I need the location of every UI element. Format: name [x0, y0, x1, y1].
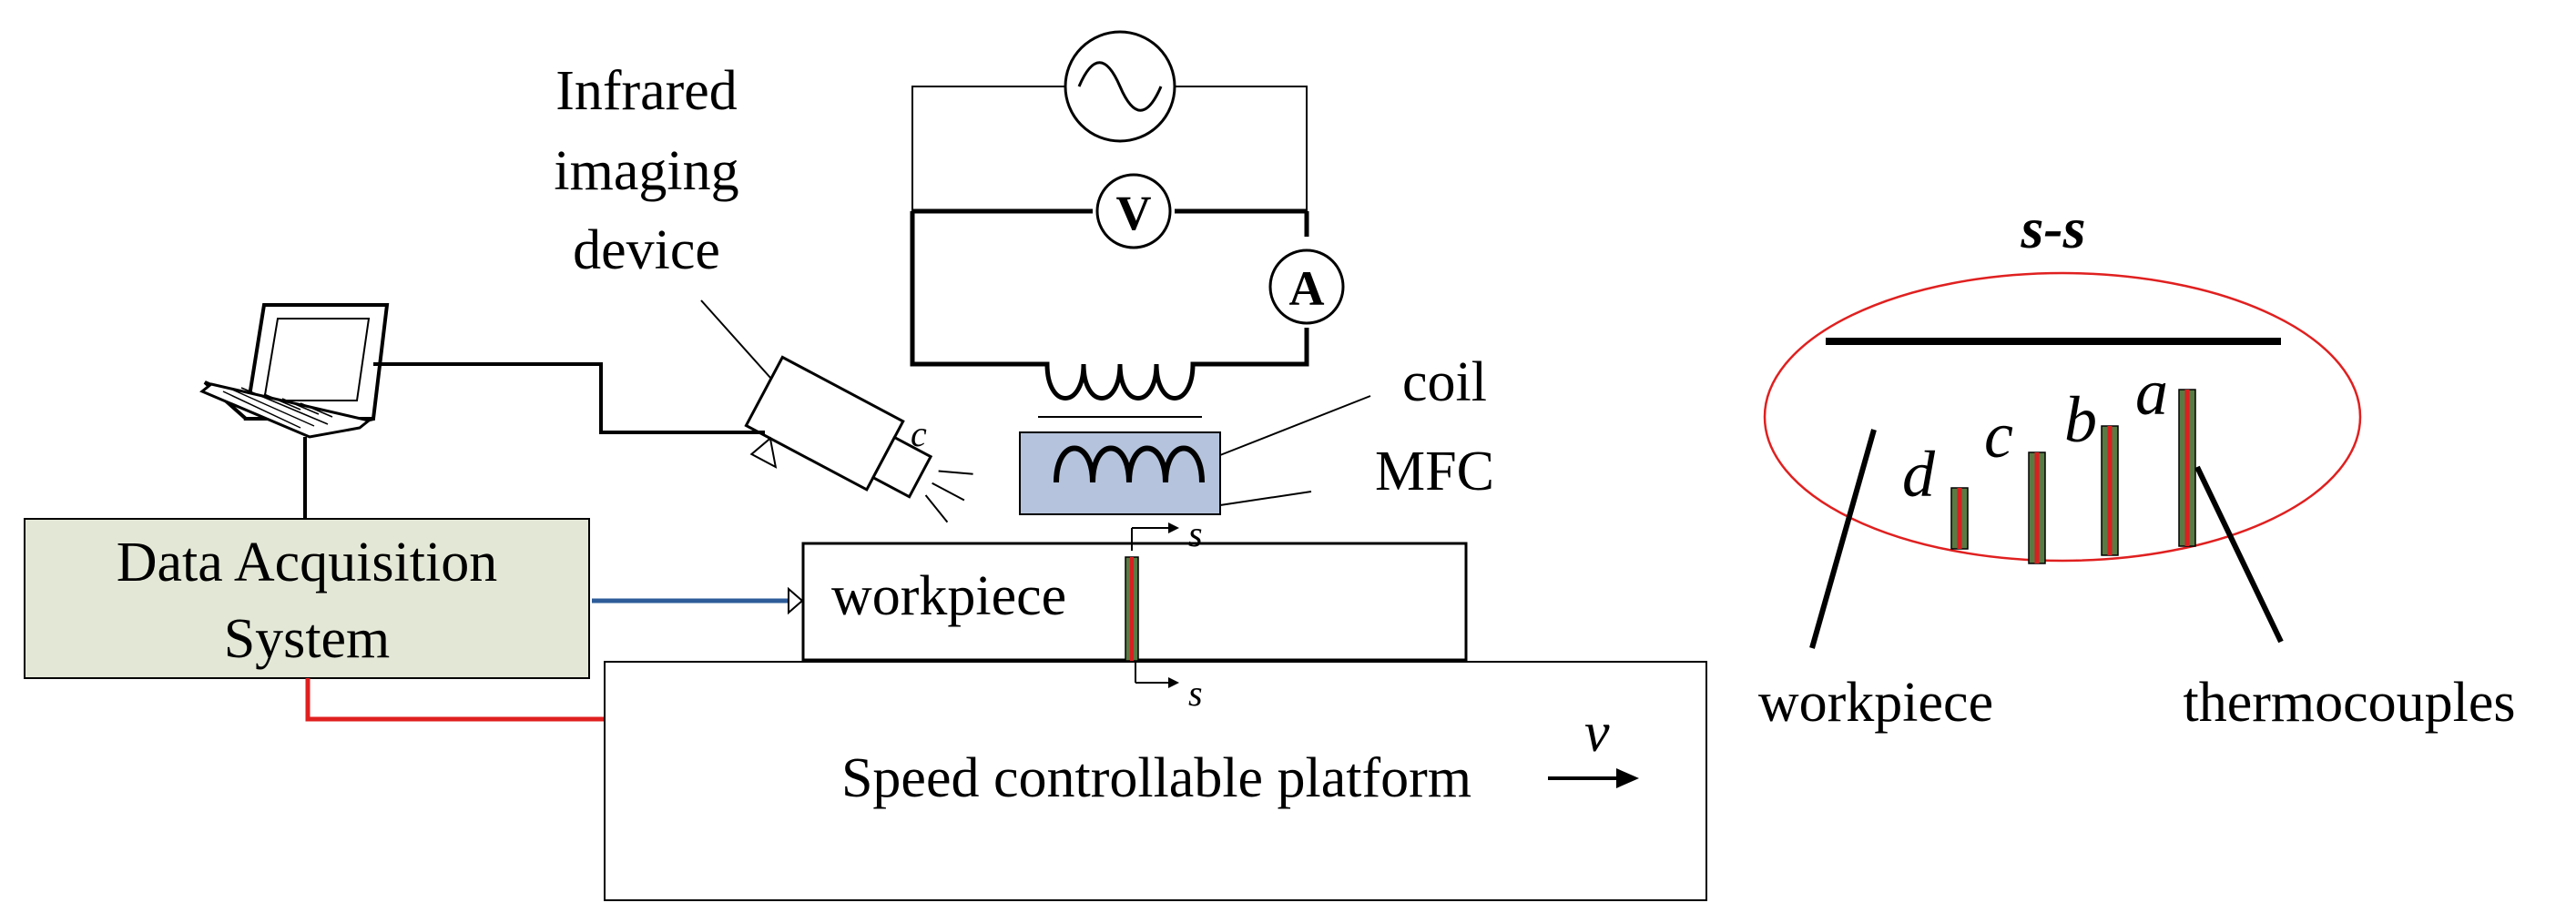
- data-acquisition-system: [24, 518, 590, 679]
- transformer-coil-icon: [1015, 361, 1202, 418]
- thermocouple-d: [1950, 487, 1969, 550]
- speed-platform: [604, 661, 1707, 901]
- thermocouples-pointer-line: [2194, 465, 2284, 644]
- ammeter-icon: A: [1268, 248, 1345, 325]
- velocity-label: v: [1584, 702, 1610, 764]
- coil-leader-line: [1219, 395, 1371, 456]
- infrared-label-line2: imaging: [554, 140, 738, 202]
- section-mark-top-label: s: [1188, 513, 1203, 554]
- voltmeter-icon: V: [1095, 173, 1172, 249]
- section-marker-top: s: [1131, 513, 1203, 554]
- daq-label-line2: System: [224, 608, 391, 670]
- thermocouple-a: [2178, 389, 2196, 547]
- section-mark-bottom-label: s: [1188, 673, 1203, 714]
- infrared-label-line1: Infrared: [555, 60, 738, 122]
- voltmeter-label: V: [1116, 186, 1152, 240]
- ammeter-label: A: [1289, 261, 1325, 316]
- thermocouple-label-c: c: [1984, 399, 2013, 472]
- infrared-camera-icon: [744, 355, 973, 523]
- infrared-leader-line: [700, 299, 779, 388]
- camera-c-label: c: [911, 413, 927, 454]
- section-marker-bottom: s: [1135, 661, 1203, 714]
- mfc-label: MFC: [1375, 441, 1494, 502]
- workpiece-pointer-line: [1809, 429, 1877, 649]
- coil-label: coil: [1402, 351, 1487, 413]
- thermocouple-main: [1125, 556, 1139, 662]
- section-workpiece-label: workpiece: [1758, 672, 1993, 734]
- daq-label-line1: Data Acquisition: [117, 532, 497, 593]
- mfc-box: [1019, 431, 1221, 515]
- infrared-label-line3: device: [573, 219, 720, 281]
- platform-label: Speed controllable platform: [841, 747, 1471, 809]
- ac-source-icon: [1064, 30, 1176, 143]
- section-thermocouples-label: thermocouples: [2183, 672, 2515, 734]
- section-title: s-s: [2020, 196, 2085, 260]
- thermocouple-b: [2101, 425, 2119, 556]
- mfc-leader-line: [1219, 491, 1312, 506]
- thermocouple-label-b: b: [2064, 383, 2097, 456]
- section-ellipse: [1763, 271, 2362, 563]
- thermocouple-c: [2028, 451, 2046, 564]
- workpiece-label: workpiece: [831, 565, 1066, 627]
- laptop-icon: [199, 303, 390, 439]
- thermocouple-label-a: a: [2135, 356, 2168, 429]
- thermocouple-label-d: d: [1902, 438, 1936, 511]
- laptop-camera-cable: [373, 362, 765, 434]
